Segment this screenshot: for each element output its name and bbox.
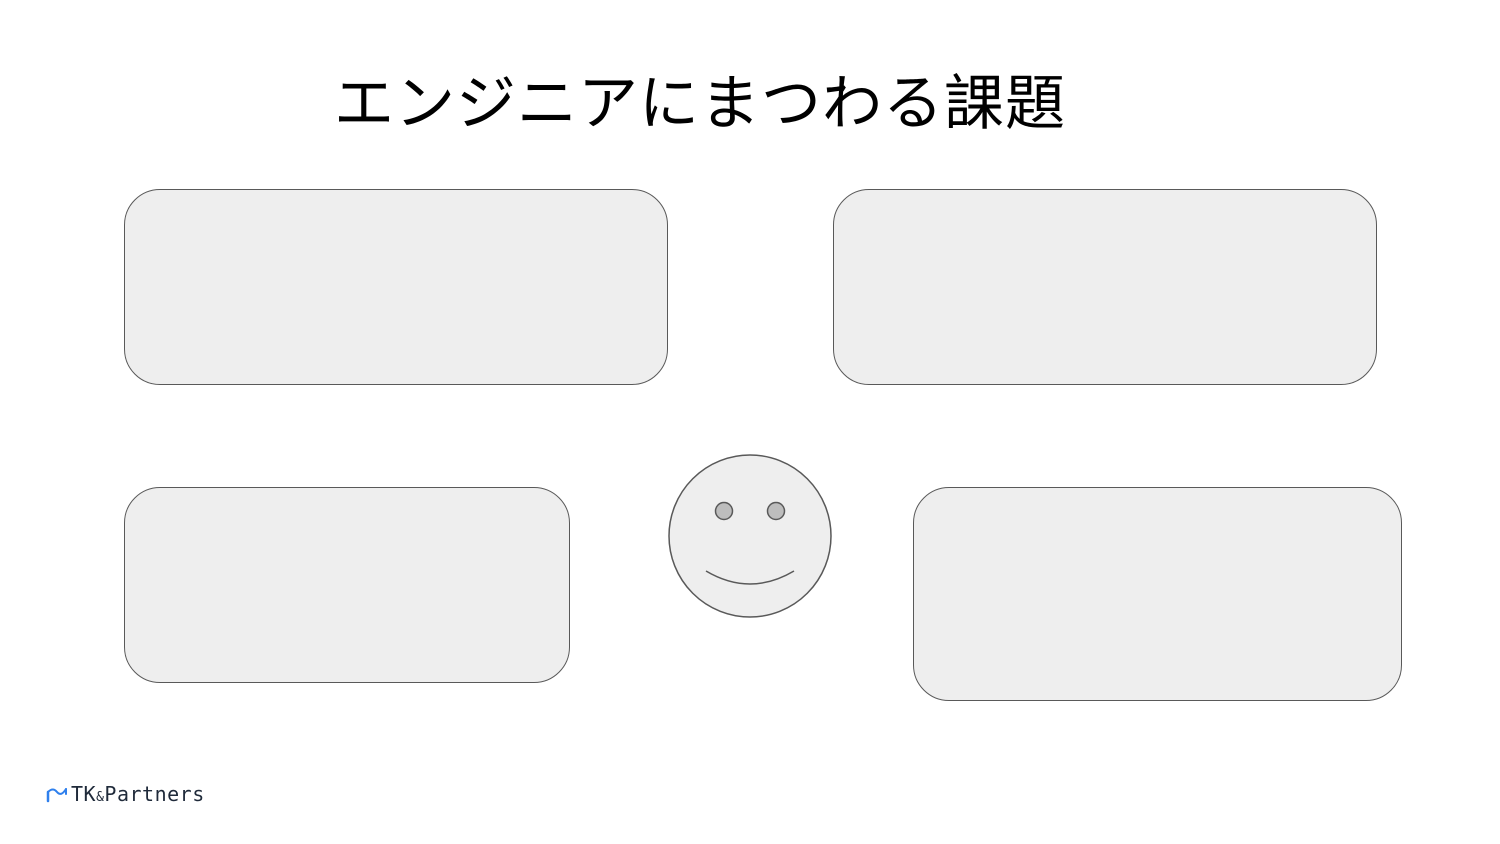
issue-box-top-right[interactable]: [833, 189, 1377, 385]
issue-box-top-left[interactable]: [124, 189, 668, 385]
slide-title: エンジニアにまつわる課題: [334, 69, 1066, 139]
company-name: TK&Partners: [71, 782, 205, 806]
company-logo: TK&Partners: [46, 780, 205, 808]
wave-logo-icon: [46, 788, 67, 803]
issue-box-bottom-right[interactable]: [913, 487, 1402, 701]
issue-box-bottom-left[interactable]: [124, 487, 570, 683]
smiley-face-icon[interactable]: [667, 453, 833, 619]
